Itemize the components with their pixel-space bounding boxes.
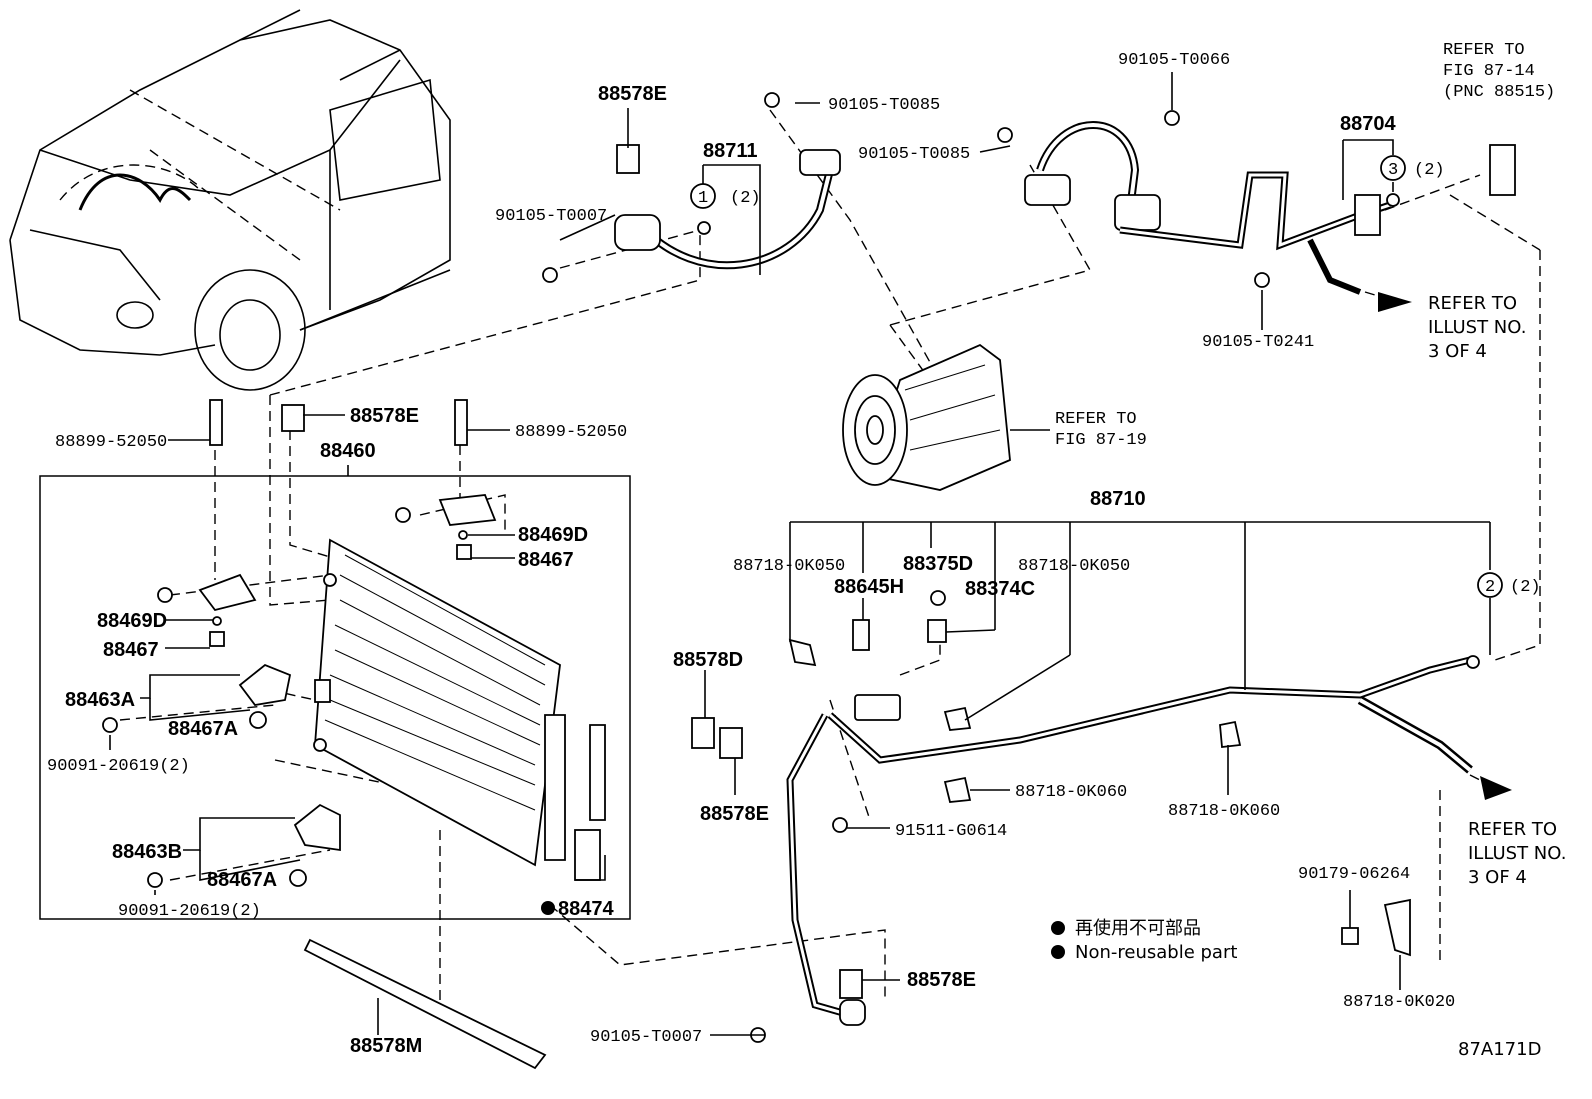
label-88899-52050-a: 88899-52050 <box>55 433 167 452</box>
legend-en: Non-reusable part <box>1075 942 1237 963</box>
compressor-illustration <box>842 343 1011 491</box>
condenser-group-box <box>39 475 631 920</box>
label-88467A-a: 88467A <box>168 718 238 740</box>
label-88718-0K050-a: 88718-0K050 <box>733 557 845 576</box>
label-88578M: 88578M <box>350 1035 422 1057</box>
label-88374C: 88374C <box>965 578 1035 600</box>
label-88578E-low: 88578E <box>700 803 769 825</box>
label-90105-T0085-a: 90105-T0085 <box>828 96 940 115</box>
vehicle-illustration <box>9 9 451 391</box>
label-88578E-mid: 88578E <box>350 405 419 427</box>
ref-fig87-19-line1: REFER TO <box>1055 410 1137 429</box>
label-88899-52050-b: 88899-52050 <box>515 423 627 442</box>
label-88704: 88704 <box>1340 113 1396 135</box>
leader-lines <box>109 72 1491 1036</box>
small-parts <box>542 92 1480 1043</box>
label-88711: 88711 <box>703 140 758 162</box>
circle-1-qty: (2) <box>730 189 761 208</box>
label-90105-T0066: 90105-T0066 <box>1118 51 1230 70</box>
label-88578E-top: 88578E <box>598 83 667 105</box>
ref-illust-a-line3: 3 OF 4 <box>1428 341 1487 362</box>
label-90091-20619-a: 90091-20619(2) <box>47 757 190 776</box>
arrows <box>1364 291 1512 800</box>
ref-illust-a-line2: ILLUST NO. <box>1428 317 1526 338</box>
label-91511-G0614: 91511-G0614 <box>895 822 1007 841</box>
circle-2-number: 2 <box>1485 578 1495 597</box>
part-labels: 88578E 88711 90105-T0085 90105-T0085 901… <box>47 51 1541 1057</box>
label-88463A: 88463A <box>65 689 135 711</box>
label-88467-b: 88467 <box>103 639 159 661</box>
label-88460: 88460 <box>320 440 376 462</box>
label-90105-T0085-b: 90105-T0085 <box>858 145 970 164</box>
label-88578D: 88578D <box>673 649 743 671</box>
label-88718-0K060-b: 88718-0K060 <box>1168 802 1280 821</box>
label-88710: 88710 <box>1090 488 1146 510</box>
label-88474: 88474 <box>558 898 614 920</box>
circle-1-number: 1 <box>698 189 708 208</box>
label-88718-0K060-a: 88718-0K060 <box>1015 783 1127 802</box>
ref-circles <box>690 155 1503 598</box>
label-88375D: 88375D <box>903 553 973 575</box>
ref-illust-a-line1: REFER TO <box>1428 293 1517 314</box>
circle-3-qty: (2) <box>1414 161 1445 180</box>
non-reusable-bullet-88474 <box>541 901 555 915</box>
label-90105-T0007-a: 90105-T0007 <box>495 207 607 226</box>
label-88718-0K020: 88718-0K020 <box>1343 993 1455 1012</box>
label-88469D-b: 88469D <box>97 610 167 632</box>
diagram-code: 87A171D <box>1458 1039 1541 1060</box>
label-88578E-bottom: 88578E <box>907 969 976 991</box>
reference-notes: REFER TO FIG 87-14 (PNC 88515) REFER TO … <box>1055 41 1566 888</box>
legend-bullet-jp <box>1051 921 1065 935</box>
label-88645H: 88645H <box>834 576 904 598</box>
condenser-88460 <box>313 538 606 881</box>
label-88469D-a: 88469D <box>518 524 588 546</box>
label-90105-T0007-b: 90105-T0007 <box>590 1028 702 1047</box>
legend: 再使用不可部品 Non-reusable part <box>1075 918 1237 963</box>
ref-fig87-14-line2: FIG 87-14 <box>1443 62 1535 81</box>
label-90105-T0241: 90105-T0241 <box>1202 333 1314 352</box>
ref-fig87-14-line1: REFER TO <box>1443 41 1525 60</box>
condenser-hardware <box>102 399 547 1070</box>
ac-hoses <box>614 121 1516 1026</box>
ref-fig87-19-line2: FIG 87-19 <box>1055 431 1147 450</box>
circle-3-number: 3 <box>1388 161 1398 180</box>
ref-fig87-14-line3: (PNC 88515) <box>1443 83 1555 102</box>
label-90091-20619-b: 90091-20619(2) <box>118 902 261 921</box>
ref-illust-b-line1: REFER TO <box>1468 819 1557 840</box>
ref-illust-b-line3: 3 OF 4 <box>1468 867 1527 888</box>
legend-bullet-en <box>1051 945 1065 959</box>
label-90179-06264: 90179-06264 <box>1298 865 1410 884</box>
label-88718-0K050-b: 88718-0K050 <box>1018 557 1130 576</box>
label-88467-a: 88467 <box>518 549 574 571</box>
circle-2-qty: (2) <box>1510 578 1541 597</box>
legend-jp: 再使用不可部品 <box>1075 918 1201 939</box>
label-88467A-b: 88467A <box>207 869 277 891</box>
label-88463B: 88463B <box>112 841 182 863</box>
ref-illust-b-line2: ILLUST NO. <box>1468 843 1566 864</box>
